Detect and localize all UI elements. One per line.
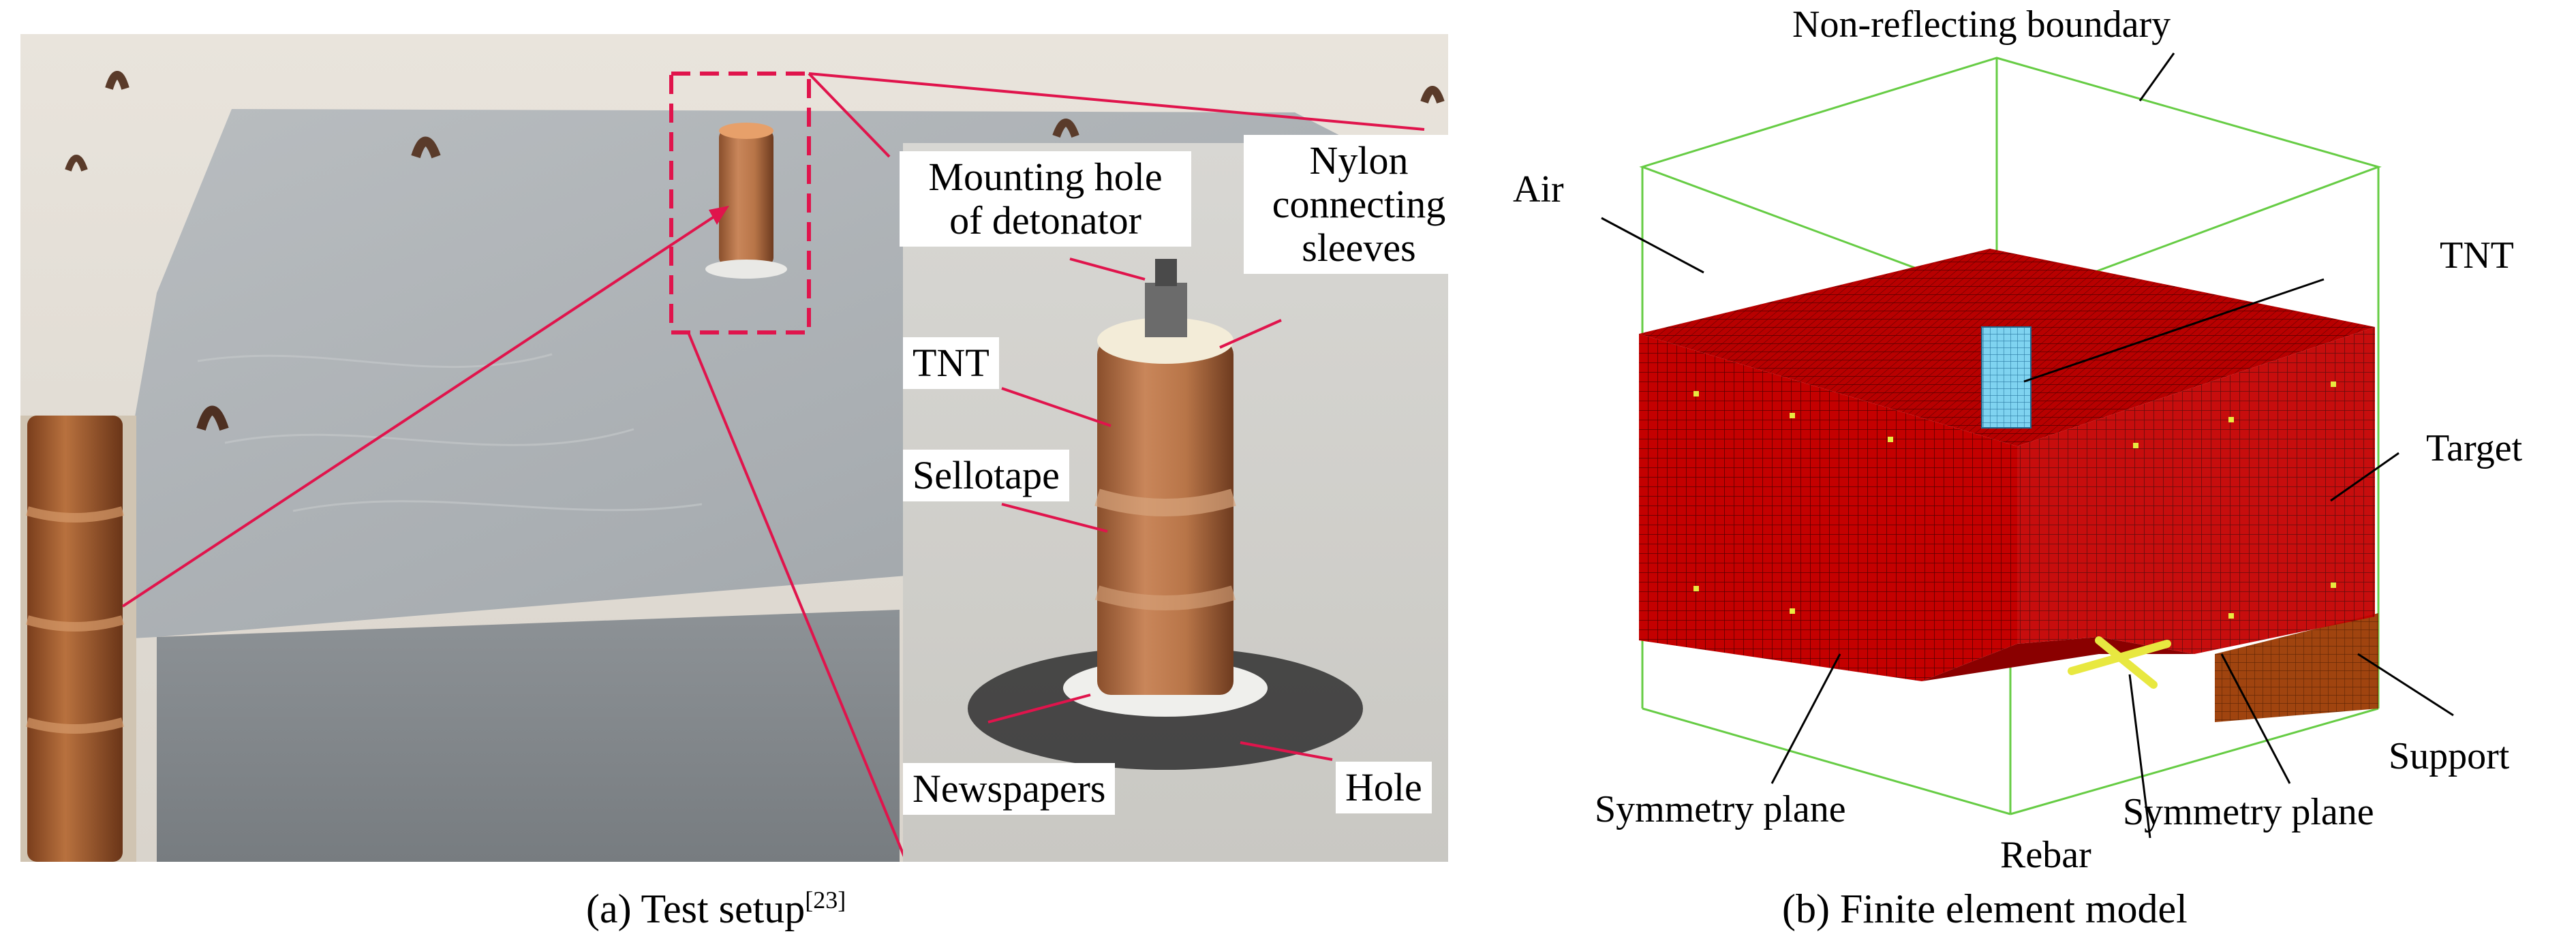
label-tnt-photo-text: TNT [913,341,990,385]
caption-a: (a) Test setup[23] [586,886,846,933]
caption-a-text: (a) Test setup [586,886,806,931]
label-target: Target [2426,427,2523,469]
label-hole-text: Hole [1345,765,1422,809]
label-rebar: Rebar [2000,834,2091,876]
label-mounting-hole-text: Mounting hole of detonator [928,155,1163,243]
label-sellotape-text: Sellotape [913,453,1060,497]
test-setup-photo [20,34,1448,862]
label-symmetry-left: Symmetry plane [1595,788,1846,830]
label-mounting-hole: Mounting hole of detonator [900,151,1191,247]
caption-b: (b) Finite element model [1782,886,2188,931]
fe-model-figure [1601,52,2454,839]
label-hole: Hole [1336,762,1432,813]
label-nylon: Nylon connecting sleeves [1244,135,1474,274]
label-newspapers-text: Newspapers [913,766,1106,811]
label-tnt-fe: TNT [2440,234,2514,277]
label-symmetry-right: Symmetry plane [2123,791,2374,833]
label-tnt-photo: TNT [903,337,999,389]
label-air: Air [1513,168,1564,211]
label-support: Support [2389,735,2510,777]
label-newspapers: Newspapers [903,763,1116,815]
label-boundary: Non-reflecting boundary [1792,3,2171,46]
label-nylon-text: Nylon connecting sleeves [1272,138,1446,270]
caption-a-ref: [23] [805,886,846,914]
label-sellotape: Sellotape [903,450,1069,501]
